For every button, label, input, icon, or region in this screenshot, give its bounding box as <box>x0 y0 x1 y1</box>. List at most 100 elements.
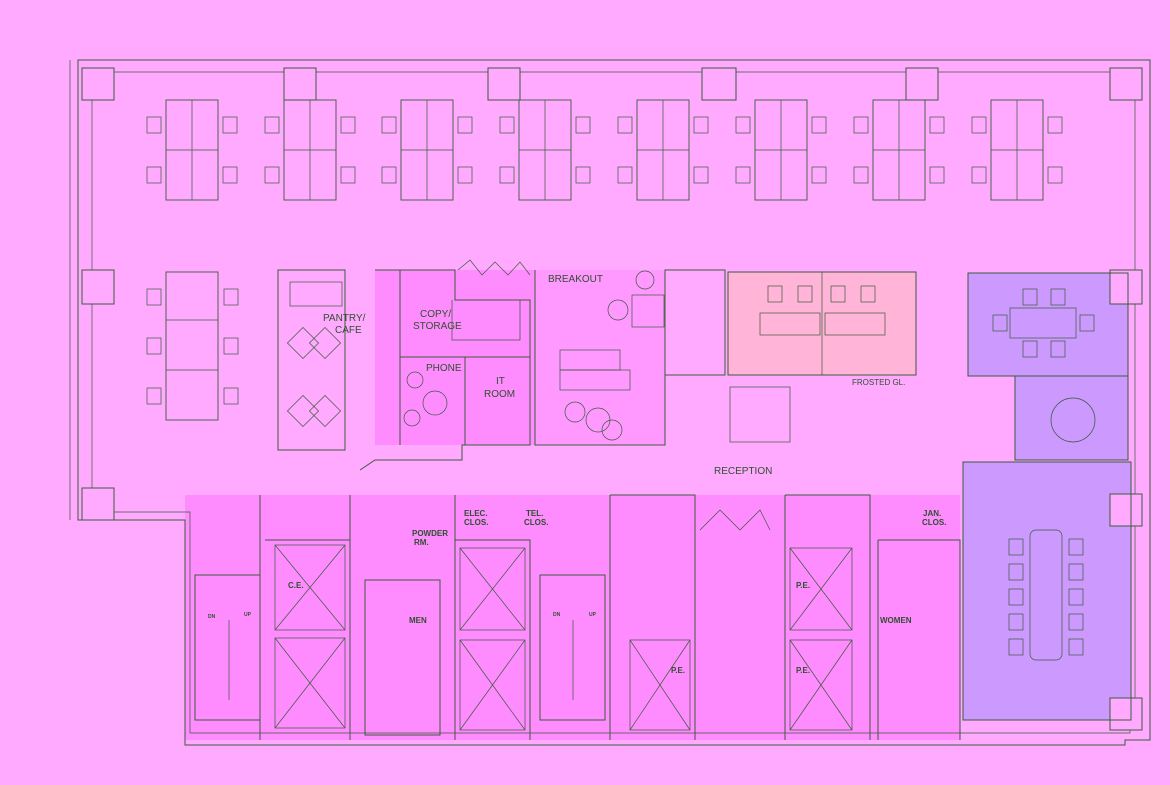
chair <box>146 387 162 405</box>
chair <box>971 166 987 184</box>
chair <box>1008 638 1024 656</box>
chair <box>575 116 591 134</box>
meeting-room-1-fill <box>968 273 1128 376</box>
breakout-label: BREAKOUT <box>548 274 603 285</box>
chair <box>1008 588 1024 606</box>
conference-room-fill <box>963 462 1131 720</box>
workstations <box>146 99 1095 656</box>
storage-label: STORAGE <box>413 321 462 332</box>
chair <box>1068 638 1084 656</box>
cafe-table <box>286 326 342 428</box>
chair <box>853 116 869 134</box>
chair <box>1079 314 1095 332</box>
room-labels: PANTRY/ CAFE COPY/ STORAGE BREAKOUT PHON… <box>208 274 946 675</box>
chair <box>340 166 356 184</box>
chair <box>811 116 827 134</box>
chair <box>853 166 869 184</box>
chair <box>381 166 397 184</box>
frosted-glass-label: FROSTED GL. <box>852 378 905 387</box>
chair <box>1068 538 1084 556</box>
elec-clos-label: ELEC. <box>464 509 488 518</box>
chair <box>735 116 751 134</box>
chair <box>264 166 280 184</box>
pe-label-1: P.E. <box>796 581 810 590</box>
chair <box>222 116 238 134</box>
chair <box>1047 116 1063 134</box>
desk-cluster-left <box>165 271 219 421</box>
chair <box>1068 563 1084 581</box>
chair <box>830 285 846 303</box>
chair <box>860 285 876 303</box>
tel-clos-label-2: CLOS. <box>524 518 548 527</box>
chair <box>1068 613 1084 631</box>
chair <box>1008 538 1024 556</box>
chair <box>693 166 709 184</box>
column <box>81 487 115 521</box>
column <box>1109 67 1143 101</box>
chair <box>617 166 633 184</box>
meeting-room-2-fill <box>1015 376 1128 460</box>
chair <box>971 116 987 134</box>
room-fills <box>185 270 1131 740</box>
chair <box>617 116 633 134</box>
chair <box>381 116 397 134</box>
chair <box>222 166 238 184</box>
chair <box>811 166 827 184</box>
column <box>81 67 115 101</box>
chair <box>340 116 356 134</box>
interior-walls <box>194 259 1132 740</box>
chair <box>457 116 473 134</box>
stair-dn-label-2: DN <box>553 612 561 618</box>
column <box>1109 269 1143 305</box>
chair <box>499 116 515 134</box>
chair <box>1022 288 1038 306</box>
tel-clos-label: TEL. <box>526 509 543 518</box>
elec-clos-label-2: CLOS. <box>464 518 488 527</box>
cafe-label: CAFE <box>335 325 362 336</box>
jan-clos-label-2: CLOS. <box>922 518 946 527</box>
column <box>905 67 939 101</box>
chair <box>146 288 162 306</box>
it-label: IT <box>496 376 505 387</box>
column <box>283 67 317 101</box>
column <box>1109 697 1143 731</box>
stair-dn-label-1: DN <box>208 614 216 620</box>
ce-label: C.E. <box>288 581 304 590</box>
core-area-fill <box>185 495 960 740</box>
chair <box>1008 563 1024 581</box>
column <box>1109 493 1143 527</box>
pantry-label: PANTRY/ <box>323 313 366 324</box>
column <box>487 67 521 101</box>
chair <box>1050 288 1066 306</box>
chair <box>499 166 515 184</box>
powder-room-label-2: RM. <box>414 538 429 547</box>
chair <box>1050 340 1066 358</box>
stair-up-label-1: UP <box>244 612 252 618</box>
chair <box>223 387 239 405</box>
chair <box>992 314 1008 332</box>
chair <box>767 285 783 303</box>
pe-label-2: P.E. <box>671 666 685 675</box>
chair <box>797 285 813 303</box>
chair <box>223 337 239 355</box>
chair <box>693 116 709 134</box>
reception-label: RECEPTION <box>714 466 772 477</box>
jan-clos-label: JAN. <box>923 509 941 518</box>
chair <box>146 337 162 355</box>
chair <box>146 166 162 184</box>
chair <box>264 116 280 134</box>
chair <box>223 288 239 306</box>
exterior-walls <box>69 59 1151 746</box>
pe-label-3: P.E. <box>796 666 810 675</box>
breakout-fill <box>535 270 665 445</box>
chair <box>1022 340 1038 358</box>
room-label: ROOM <box>484 389 515 400</box>
chair <box>929 166 945 184</box>
phone-label: PHONE <box>426 363 462 374</box>
chair <box>1068 588 1084 606</box>
chair <box>146 116 162 134</box>
stair-up-label-2: UP <box>589 612 597 618</box>
powder-room-label: POWDER <box>412 529 448 538</box>
copy-label: COPY/ <box>420 309 451 320</box>
